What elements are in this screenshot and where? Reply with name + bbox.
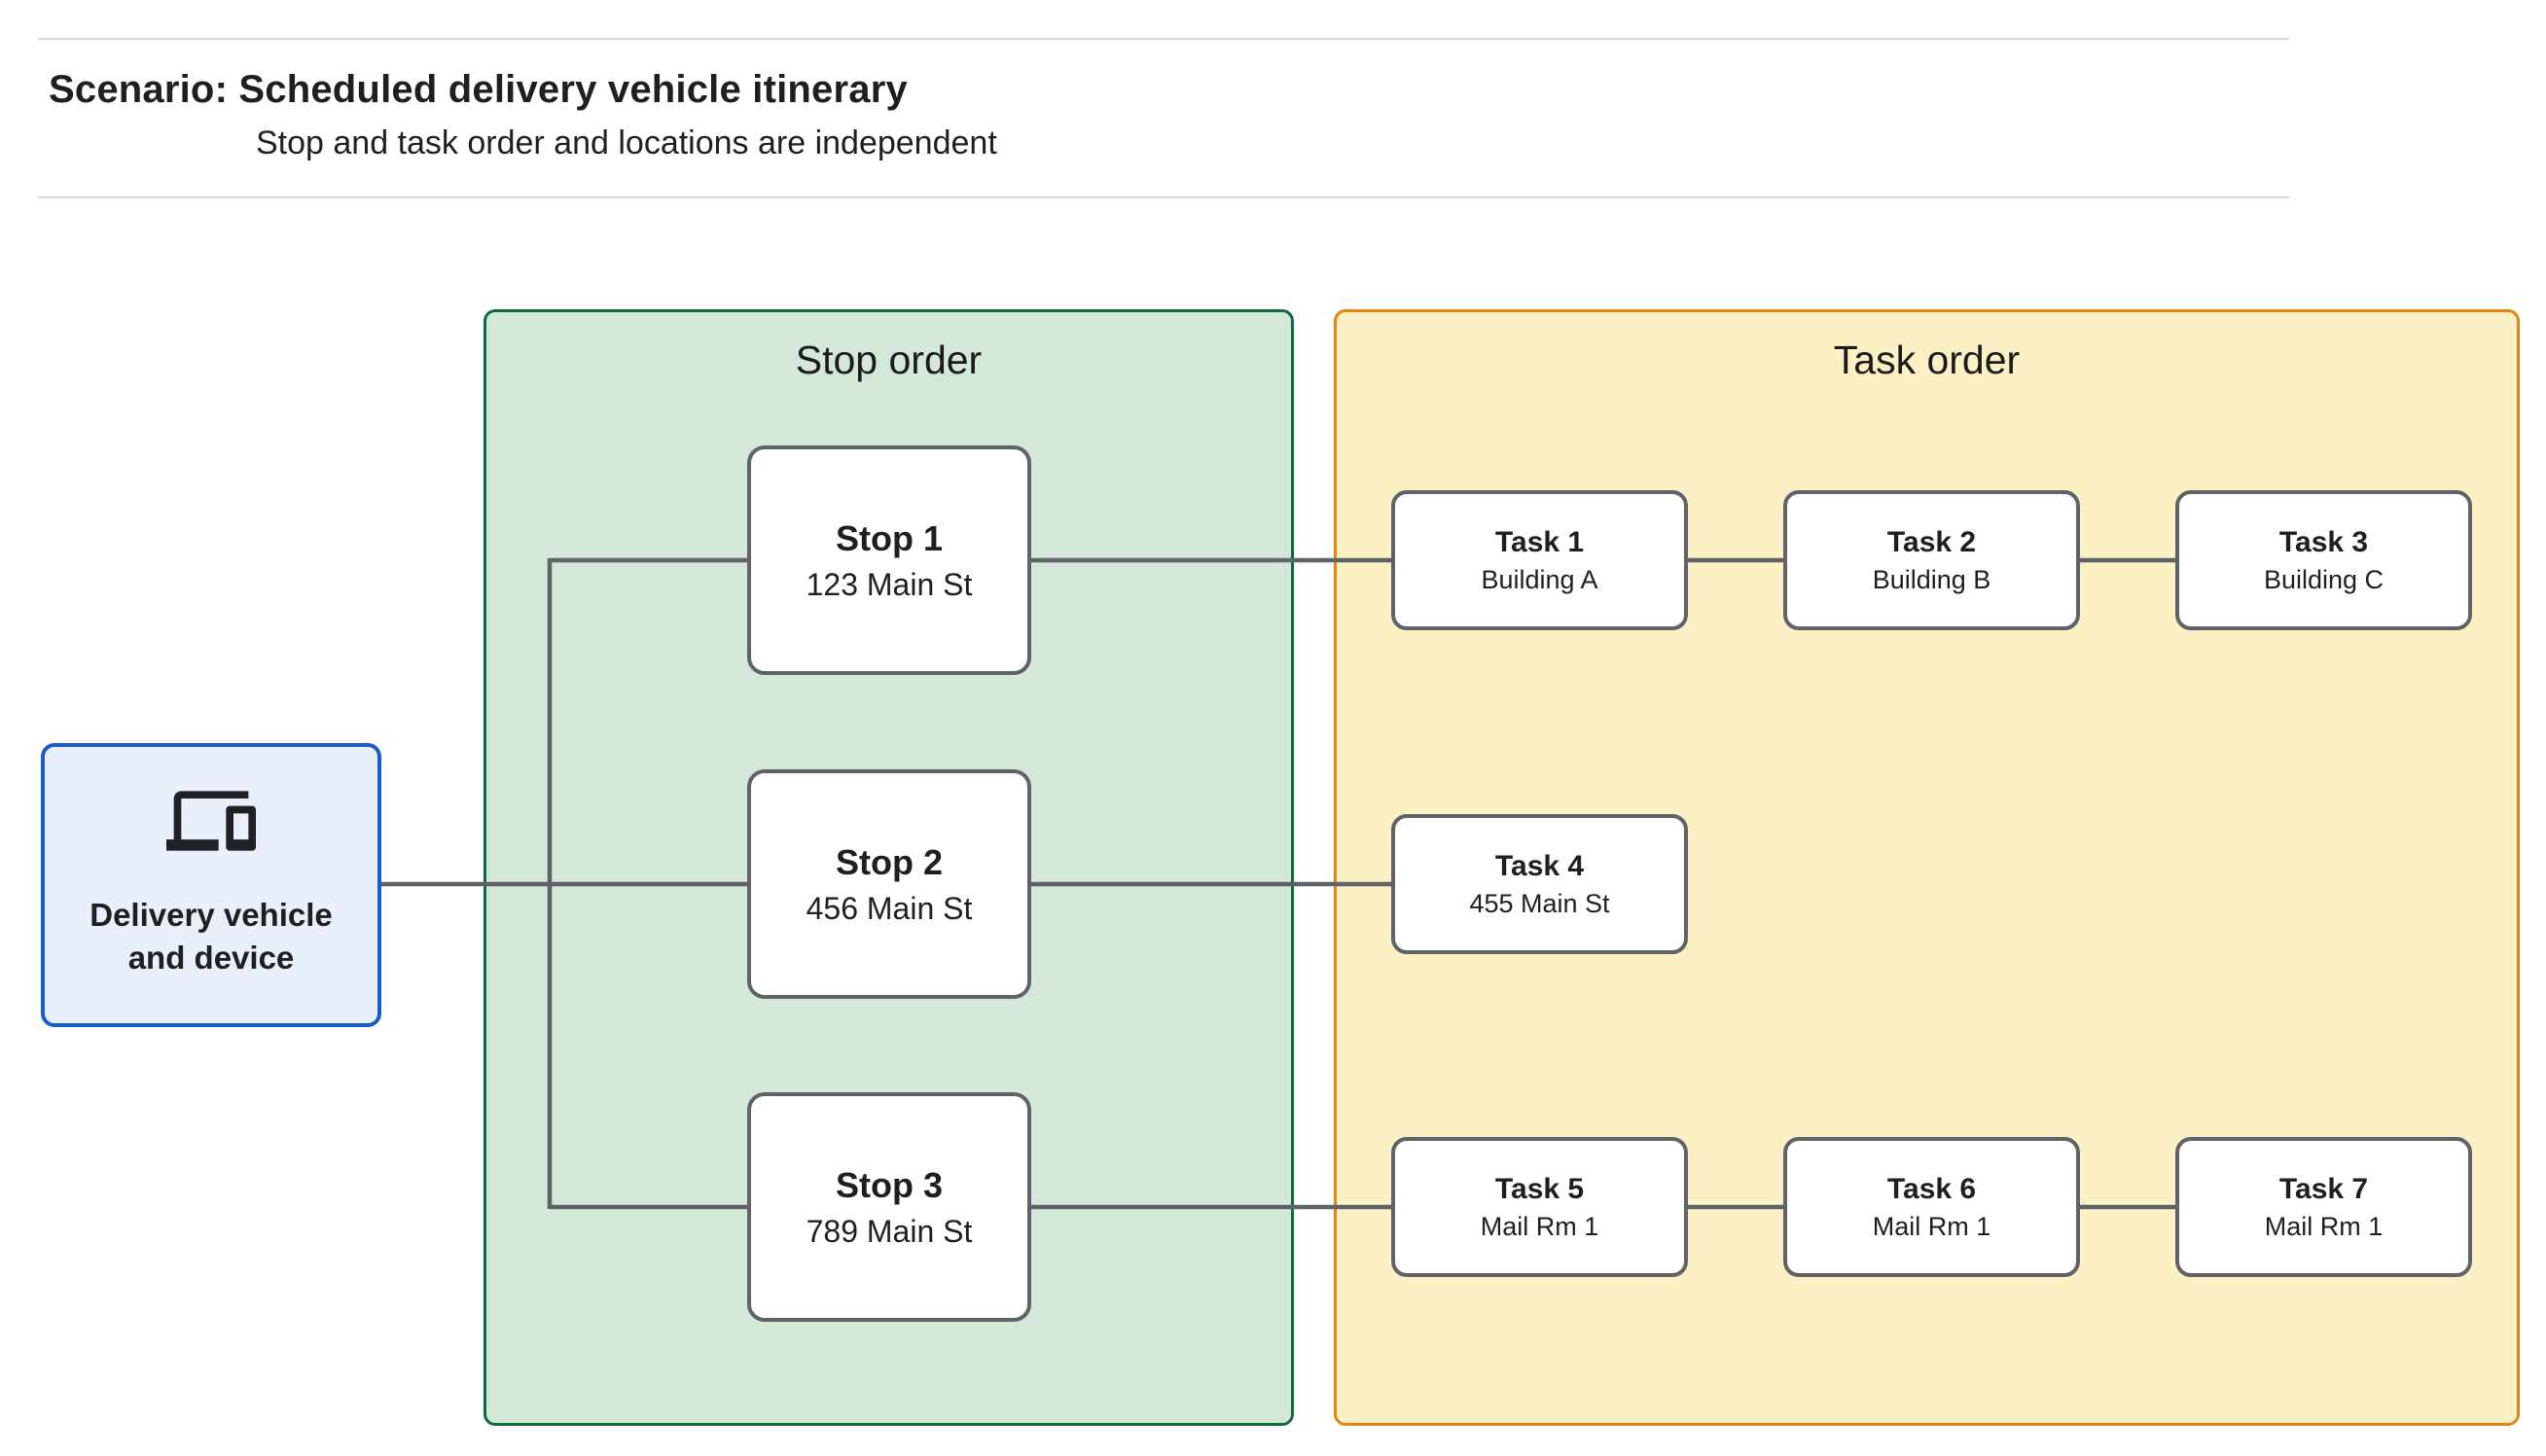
page-title: Scenario: Scheduled delivery vehicle iti… [49, 68, 908, 111]
task-title: Task 3 [2278, 525, 2369, 558]
task-location: Building A [1481, 564, 1598, 594]
task-location: 455 Main St [1469, 888, 1610, 918]
top-divider [38, 38, 2289, 40]
task-location: Building C [2263, 564, 2385, 594]
task-title: Task 2 [1886, 525, 1977, 558]
task-title: Task 4 [1494, 849, 1585, 882]
task-title: Task 6 [1886, 1172, 1977, 1205]
page-subtitle: Stop and task order and locations are in… [256, 124, 997, 161]
task-1-node: Task 1 Building A [1391, 490, 1688, 630]
task-location: Mail Rm 1 [1872, 1211, 1991, 1241]
task-title: Task 1 [1494, 525, 1585, 558]
stop-address: 789 Main St [806, 1213, 973, 1249]
task-title: Task 7 [2278, 1172, 2369, 1205]
header-divider [38, 196, 2289, 198]
task-location: Mail Rm 1 [1480, 1211, 1599, 1241]
task-6-node: Task 6 Mail Rm 1 [1783, 1137, 2080, 1277]
stop-title: Stop 1 [835, 517, 943, 558]
task-location: Building B [1872, 564, 1991, 594]
stop-2-node: Stop 2 456 Main St [747, 769, 1031, 999]
task-5-node: Task 5 Mail Rm 1 [1391, 1137, 1688, 1277]
stop-3-node: Stop 3 789 Main St [747, 1092, 1031, 1322]
stop-address: 123 Main St [806, 566, 973, 602]
stop-title: Stop 2 [835, 841, 943, 882]
delivery-vehicle-label: Delivery vehicle and device [90, 894, 333, 978]
task-2-node: Task 2 Building B [1783, 490, 2080, 630]
task-order-panel-title: Task order [1833, 337, 2021, 382]
delivery-vehicle-node: Delivery vehicle and device [41, 743, 381, 1027]
task-title: Task 5 [1494, 1172, 1585, 1205]
task-3-node: Task 3 Building C [2175, 490, 2472, 630]
stop-1-node: Stop 1 123 Main St [747, 445, 1031, 675]
task-7-node: Task 7 Mail Rm 1 [2175, 1137, 2472, 1277]
delivery-vehicle-label-line2: and device [127, 940, 295, 976]
devices-icon [166, 791, 256, 852]
stop-title: Stop 3 [835, 1164, 943, 1205]
delivery-vehicle-label-line1: Delivery vehicle [90, 897, 333, 934]
stop-address: 456 Main St [806, 890, 973, 926]
stop-order-panel-title: Stop order [795, 337, 983, 382]
task-4-node: Task 4 455 Main St [1391, 814, 1688, 954]
task-location: Mail Rm 1 [2264, 1211, 2384, 1241]
